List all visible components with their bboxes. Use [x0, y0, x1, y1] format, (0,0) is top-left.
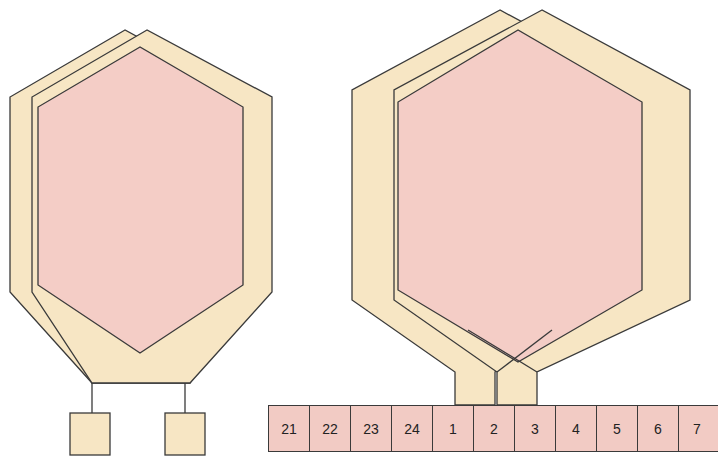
cell-number: 1: [449, 422, 457, 436]
outer-shell: [394, 10, 690, 405]
cell-number: 3: [531, 422, 539, 436]
cell-number: 7: [693, 422, 701, 436]
sequence-cell: 6: [637, 405, 679, 452]
cell-number: 2: [490, 422, 498, 436]
sequence-cell: 5: [596, 405, 638, 452]
inner-core: [398, 30, 642, 362]
sequence-cell: 4: [555, 405, 597, 452]
sequence-cell: 3: [514, 405, 556, 452]
sequence-cell: 22: [309, 405, 351, 452]
cell-number: 24: [404, 422, 420, 436]
cell-number: 6: [654, 422, 662, 436]
sequence-cell: 23: [350, 405, 392, 452]
outer-shell: [32, 30, 272, 383]
cell-number: 5: [613, 422, 621, 436]
tail-knob: [165, 413, 205, 455]
sequence-cell: 21: [268, 405, 310, 452]
tail-fibre: [91, 383, 92, 413]
tail-knob: [70, 413, 110, 455]
cell-number: 22: [322, 422, 338, 436]
sequence-cell: 1: [432, 405, 474, 452]
cell-number: 23: [363, 422, 379, 436]
cell-number: 4: [572, 422, 580, 436]
sequence-cell: 24: [391, 405, 433, 452]
sequence-cell: 2: [473, 405, 515, 452]
crossing-edge: [497, 330, 552, 372]
crossing-edge: [468, 330, 537, 372]
sequence-cell: 7: [678, 405, 718, 452]
tail-fibre: [184, 383, 185, 413]
cell-number: 21: [281, 422, 297, 436]
inner-core: [38, 47, 243, 353]
